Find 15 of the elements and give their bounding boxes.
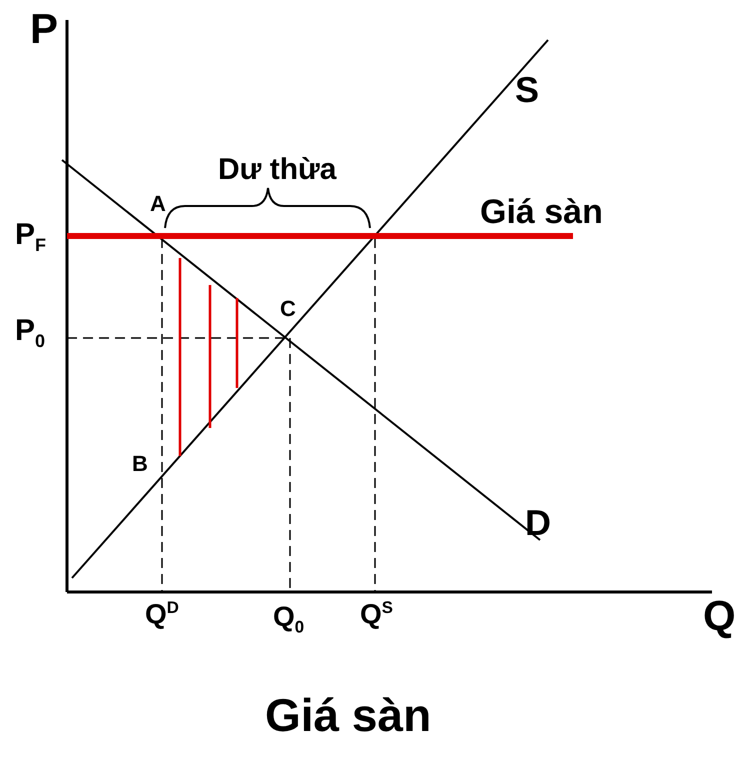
quantity-label: Q$^{D}$ bbox=[145, 600, 179, 628]
point-label: B bbox=[132, 453, 148, 475]
surplus-label: Dư thừa bbox=[218, 155, 336, 185]
price-label: P$_{F}$ bbox=[15, 220, 46, 254]
curve-label: S bbox=[515, 72, 540, 108]
curve-label: D bbox=[525, 505, 551, 541]
axis-label: Q bbox=[703, 595, 736, 637]
price-label: P$_{0}$ bbox=[15, 316, 46, 350]
caption: Giá sàn bbox=[265, 692, 432, 738]
price-floor-label: Giá sàn bbox=[480, 195, 603, 229]
quantity-label: Q$^{S}$ bbox=[360, 600, 393, 628]
point-label: A bbox=[150, 193, 166, 215]
quantity-label: Q$_{0}$ bbox=[273, 603, 304, 636]
axis-label: P bbox=[30, 8, 58, 50]
point-label: C bbox=[280, 298, 296, 320]
